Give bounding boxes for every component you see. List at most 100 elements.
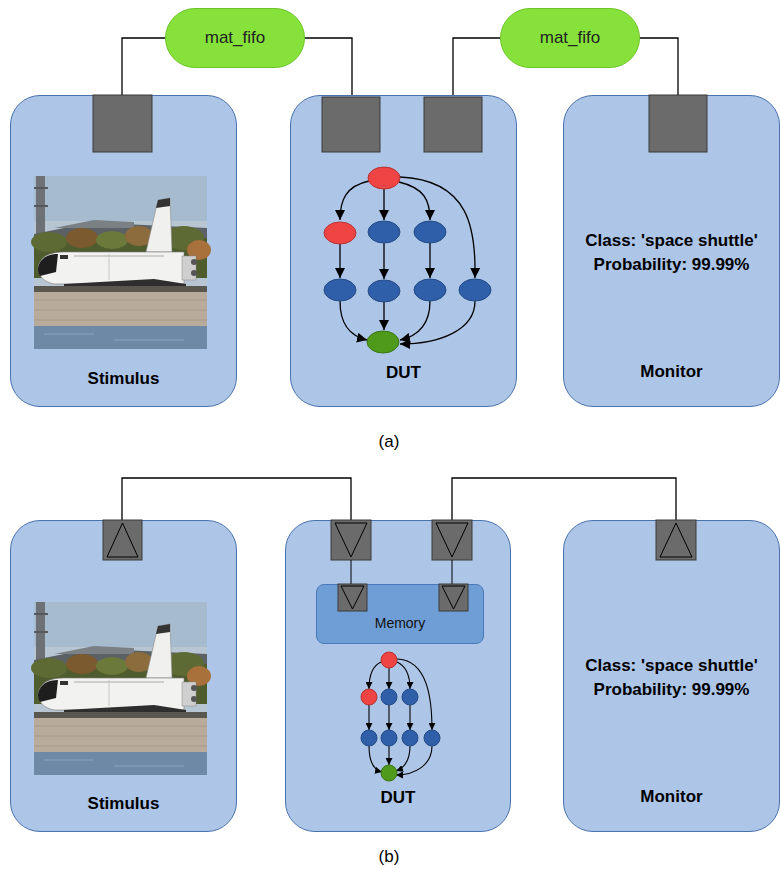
connector-wire — [453, 38, 500, 95]
shuttle-photo-part — [34, 310, 207, 311]
graph-edges-part — [369, 662, 381, 689]
shuttle-photo-part — [109, 680, 110, 706]
graph-nodes-part — [414, 279, 446, 301]
dut-art — [290, 95, 517, 407]
graph-nodes-part — [459, 279, 491, 301]
graph-edges-part — [339, 244, 340, 278]
port-square — [103, 520, 142, 560]
shuttle-photo-part — [34, 752, 207, 775]
graph-edges-part — [340, 301, 367, 340]
shuttle-photo-part — [146, 198, 172, 252]
shuttle-photo-part — [191, 259, 197, 265]
shuttle-photo-part — [34, 300, 207, 301]
shuttle-photo-part — [96, 657, 128, 675]
shuttle-photo-part — [66, 654, 98, 674]
connector-wire — [640, 38, 678, 95]
port-square — [338, 584, 367, 611]
fifo-channel: mat_fifo — [165, 8, 305, 68]
fifo-label: mat_fifo — [540, 26, 600, 50]
graph-edges-part — [400, 301, 430, 340]
graph-nodes-part — [324, 279, 356, 301]
graph-nodes-part — [381, 765, 397, 781]
shuttle-photo-part — [34, 205, 48, 207]
port-triangle — [107, 523, 138, 557]
shuttle-photo-part — [60, 681, 68, 685]
memory-wire — [452, 560, 453, 584]
graph-edges-part — [340, 181, 369, 220]
port-triangle — [442, 586, 465, 609]
graph-nodes-part — [402, 689, 418, 705]
port-triangle — [660, 523, 692, 557]
monitor-art — [563, 95, 780, 407]
shuttle-photo-part — [96, 231, 128, 249]
shuttle-photo-part — [74, 256, 164, 257]
shuttle-photo-part — [182, 256, 196, 280]
shuttle-photo-part — [146, 624, 172, 678]
connector-wire — [305, 38, 352, 95]
component-label: DUT — [386, 361, 421, 385]
graph-edges-part — [383, 189, 384, 220]
graph-edges-part — [396, 746, 432, 775]
shuttle-photo-part — [34, 320, 207, 321]
graph-nodes-part — [381, 689, 397, 705]
shuttle-photo-part — [34, 602, 207, 647]
shuttle-photo-part — [38, 252, 184, 284]
port-triangle — [436, 523, 468, 557]
shuttle-photo-part — [38, 254, 58, 276]
shuttle-photo-part — [34, 726, 207, 727]
panel-caption: (b) — [379, 845, 400, 869]
shuttle-photo — [31, 176, 211, 349]
component-label: DUT — [381, 786, 416, 810]
component-box: DUT Memory — [285, 520, 511, 832]
component-label: Monitor — [640, 785, 702, 809]
graph-nodes — [361, 652, 440, 781]
fifo-label: mat_fifo — [205, 26, 265, 50]
shuttle-photo-part — [66, 228, 98, 248]
graph-edges-part — [383, 302, 384, 330]
port-square — [331, 520, 371, 560]
graph-edges-part — [388, 746, 389, 765]
port-square — [649, 95, 707, 152]
shuttle-photo-part — [156, 624, 170, 634]
shuttle-photo-part — [34, 712, 207, 718]
shuttle-photo-part — [60, 255, 68, 259]
shuttle-photo-part — [156, 198, 170, 208]
graph-nodes-part — [424, 730, 440, 746]
shuttle-photo-part — [34, 714, 207, 754]
panel-caption: (a) — [379, 430, 400, 454]
graph-edges-part — [397, 659, 432, 730]
graph-nodes-part — [361, 689, 377, 705]
memory-art — [316, 584, 484, 644]
graph-nodes-part — [414, 221, 446, 243]
memory-block: Memory — [316, 584, 484, 644]
shuttle-photo-part — [191, 696, 197, 702]
shuttle-photo-part — [38, 678, 184, 710]
graph-nodes-part — [361, 730, 377, 746]
shuttle-photo-part — [34, 286, 207, 292]
component-box: Class: 'space shuttle'Probability: 99.99… — [563, 95, 780, 407]
shuttle-photo-part — [34, 187, 48, 189]
port-square — [656, 520, 696, 560]
connector-wire — [452, 478, 676, 520]
shuttle-photo-part — [34, 746, 207, 747]
component-label: Probability: 99.99% — [594, 678, 750, 702]
shuttle-photo-part — [109, 254, 110, 280]
component-label: Stimulus — [88, 792, 160, 816]
fifo-channel: mat_fifo — [500, 8, 640, 68]
graph-nodes-part — [402, 730, 418, 746]
component-box: Stimulus — [10, 520, 237, 832]
graph-edges-part — [383, 243, 384, 279]
shuttle-photo-part — [31, 658, 67, 678]
graph-nodes-part — [381, 730, 397, 746]
shuttle-photo-part — [34, 602, 207, 775]
shuttle-photo — [31, 602, 211, 775]
graph-nodes-part — [368, 221, 400, 243]
graph-nodes — [324, 167, 491, 353]
shuttle-photo-part — [54, 646, 134, 654]
component-label: Class: 'space shuttle' — [585, 229, 757, 253]
component-label: Stimulus — [88, 367, 160, 391]
graph-edges-part — [388, 668, 389, 689]
shuttle-photo-part — [44, 334, 94, 335]
stimulus-art — [10, 520, 237, 832]
shuttle-photo-part — [191, 685, 197, 691]
